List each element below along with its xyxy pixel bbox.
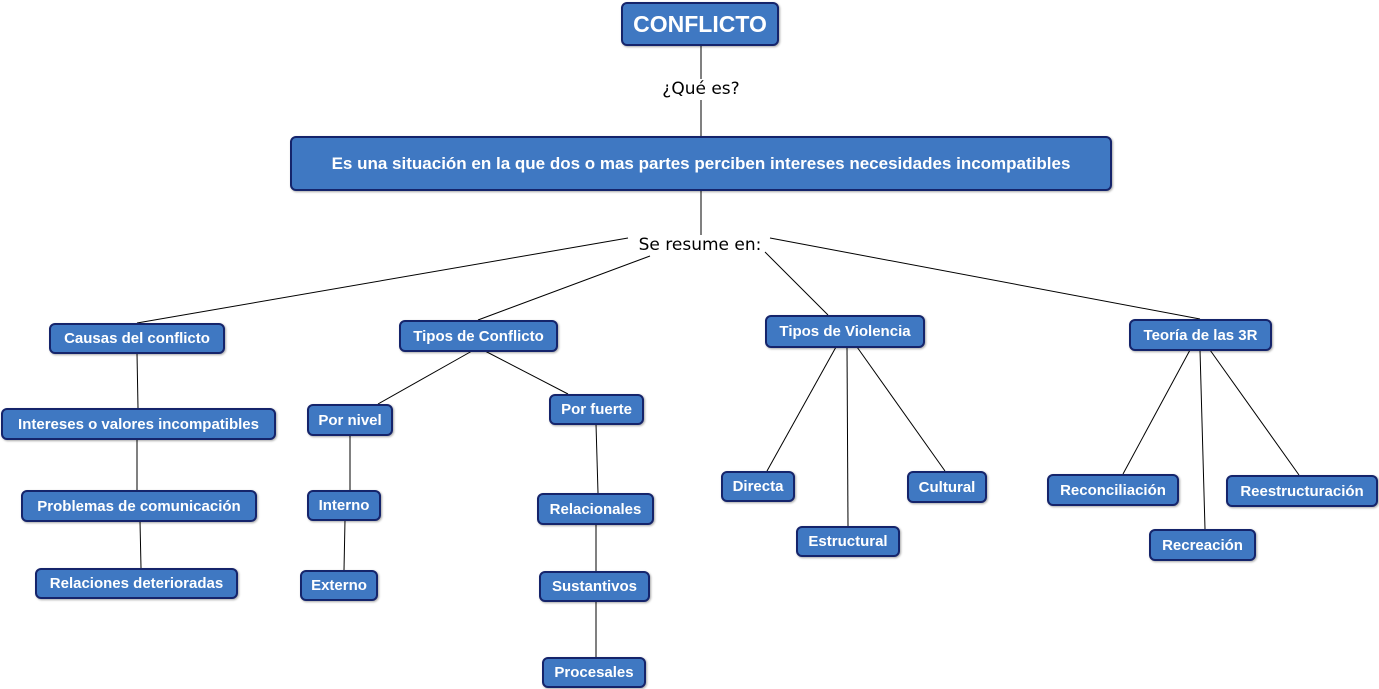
line-summary-causas (136, 237, 629, 324)
teoria-3r-node[interactable]: Teoría de las 3R (1129, 319, 1272, 351)
connector-line (484, 350, 569, 395)
line-summary-tipos-violencia (764, 251, 829, 316)
causas-node[interactable]: Causas del conflicto (49, 323, 225, 354)
por-fuerte-item[interactable]: Relacionales (537, 493, 654, 525)
tipos-conflicto-node[interactable]: Tipos de Conflicto (399, 320, 558, 352)
violencia-item[interactable]: Cultural (907, 471, 987, 503)
connector-line (1199, 349, 1206, 530)
causa-item[interactable]: Intereses o valores incompatibles (1, 408, 276, 440)
connector-line (856, 346, 946, 472)
connector-line (846, 346, 849, 527)
link-label-what: ¿Qué es? (660, 79, 742, 99)
por-nivel-item[interactable]: Interno (307, 490, 381, 521)
teoria-item[interactable]: Reestructuración (1226, 475, 1378, 507)
connector-line (766, 346, 837, 472)
causa-item[interactable]: Problemas de comunicación (21, 490, 257, 522)
connector-line (377, 350, 473, 405)
violencia-item[interactable]: Directa (721, 471, 795, 502)
por-nivel-node[interactable]: Por nivel (307, 404, 393, 436)
connector-line (343, 519, 346, 571)
por-nivel-item[interactable]: Externo (300, 570, 378, 601)
line-summary-teoria (769, 237, 1201, 320)
teoria-item[interactable]: Reconciliación (1047, 474, 1179, 506)
teoria-item[interactable]: Recreación (1149, 529, 1256, 561)
por-fuerte-node[interactable]: Por fuerte (549, 394, 644, 425)
connector-line (1209, 349, 1300, 476)
line-summary-tipos-conflicto (477, 255, 651, 321)
por-fuerte-item[interactable]: Procesales (542, 657, 646, 688)
root-node[interactable]: CONFLICTO (621, 2, 779, 46)
connector-line (136, 352, 139, 409)
causa-item[interactable]: Relaciones deterioradas (35, 568, 238, 599)
violencia-item[interactable]: Estructural (796, 526, 900, 557)
definition-node[interactable]: Es una situación en la que dos o mas par… (290, 136, 1112, 191)
connector-line (595, 423, 599, 494)
por-fuerte-item[interactable]: Sustantivos (539, 571, 650, 602)
connector-line (139, 520, 142, 569)
tipos-violencia-node[interactable]: Tipos de Violencia (765, 315, 925, 348)
connector-line (1122, 349, 1191, 475)
link-label-summary: Se resume en: (636, 235, 764, 255)
